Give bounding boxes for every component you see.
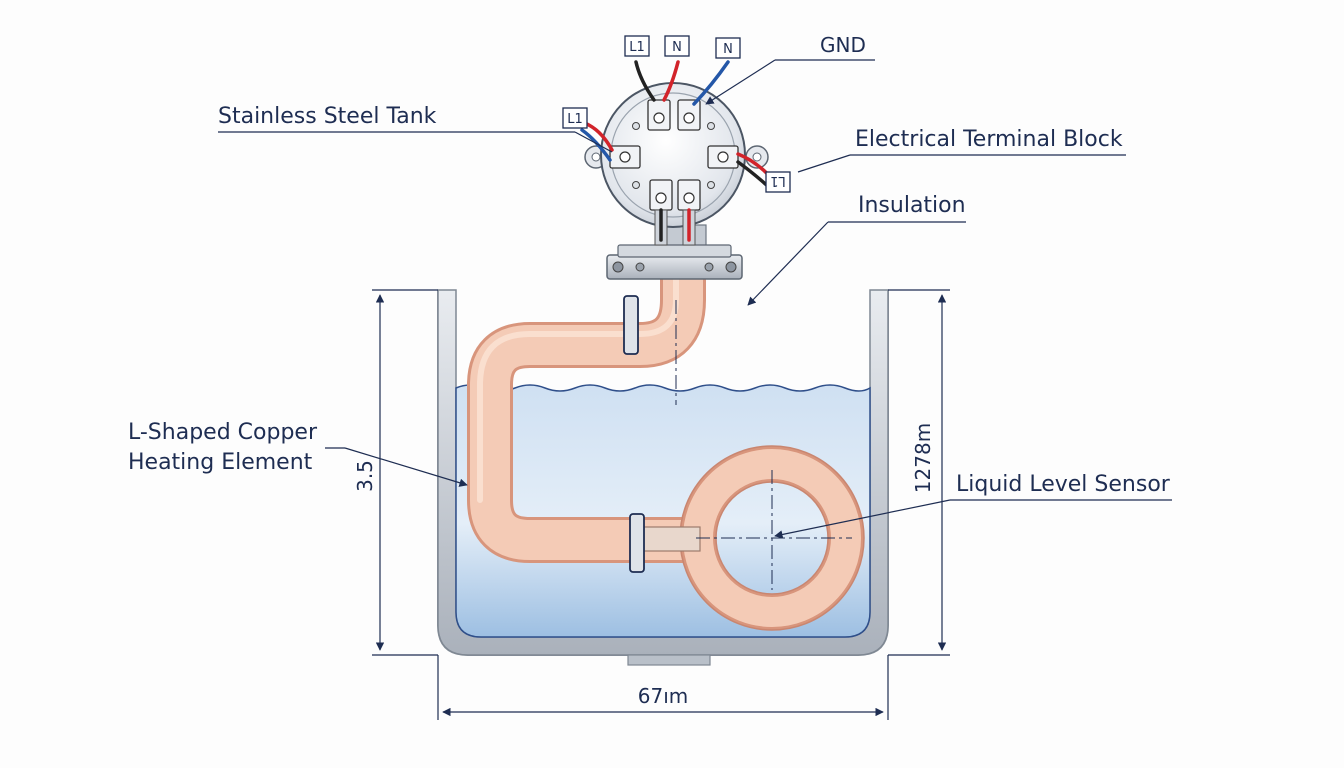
label-electrical-terminal-block: Electrical Terminal Block	[797, 127, 1126, 173]
svg-text:Electrical Terminal Block: Electrical Terminal Block	[855, 127, 1123, 152]
svg-text:L-Shaped Copper: L-Shaped Copper	[128, 420, 318, 445]
terminal-tag-right-l1: L1	[765, 171, 791, 193]
terminal-tag-left-l1: L1	[562, 107, 588, 129]
svg-text:Liquid Level Sensor: Liquid Level Sensor	[956, 472, 1171, 497]
dimension-left-height-value: 3.5	[353, 460, 377, 492]
terminal-tag-top-n1: N	[664, 35, 690, 57]
svg-text:GND: GND	[820, 33, 866, 57]
svg-text:N: N	[672, 40, 682, 55]
svg-text:Insulation: Insulation	[858, 193, 966, 218]
svg-text:L1: L1	[770, 173, 786, 188]
svg-text:Heating Element: Heating Element	[128, 450, 313, 475]
dimension-left-height	[372, 289, 438, 656]
label-heating-element: L-Shaped Copper Heating Element	[128, 420, 468, 487]
dimension-bottom-width	[437, 655, 889, 720]
label-insulation: Insulation	[747, 193, 966, 306]
svg-text:N: N	[723, 42, 733, 57]
terminal-tag-top-l1: L1	[624, 35, 650, 57]
svg-text:L1: L1	[567, 112, 583, 127]
dimension-bottom-width-value: 67ım	[638, 684, 689, 708]
label-gnd: GND	[705, 33, 875, 105]
svg-text:L1: L1	[629, 40, 645, 55]
label-stainless-steel-tank: Stainless Steel Tank	[218, 104, 613, 153]
svg-text:Stainless Steel Tank: Stainless Steel Tank	[218, 104, 437, 129]
terminal-tag-top-n2: N	[715, 37, 741, 59]
mounting-flange	[606, 224, 743, 280]
electrical-terminal-block	[584, 82, 769, 246]
center-lines	[675, 300, 852, 590]
dimension-right-height-value: 1278m	[911, 423, 935, 493]
dimension-right-height	[888, 289, 950, 656]
label-liquid-level-sensor: Liquid Level Sensor	[774, 472, 1172, 539]
